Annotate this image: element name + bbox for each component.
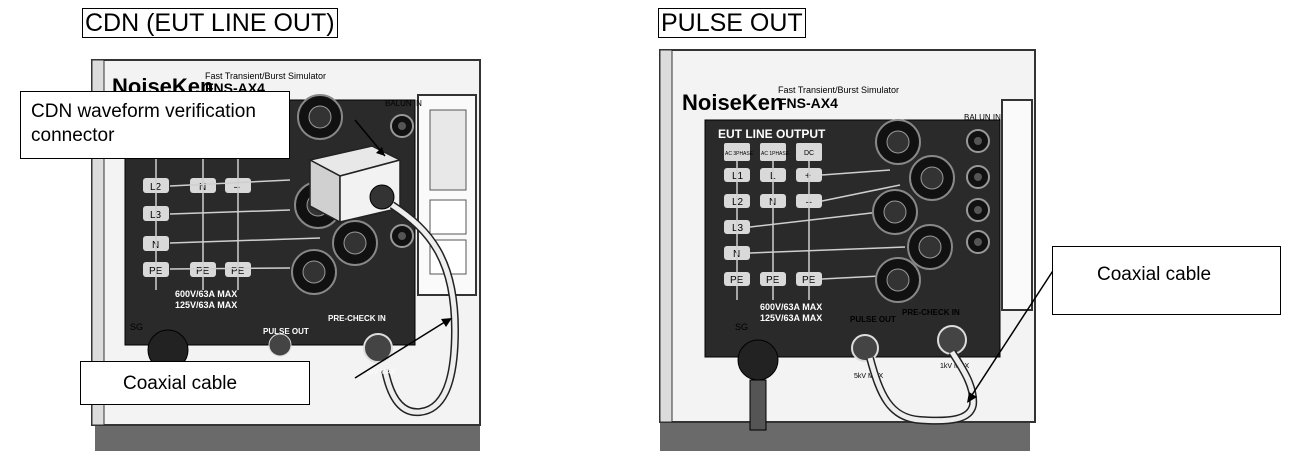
balun-terminal bbox=[391, 225, 413, 247]
balun-terminal bbox=[967, 231, 989, 253]
eut-header: EUT LINE OUTPUT bbox=[718, 127, 826, 141]
callout-cable-right: Coaxial cable bbox=[1052, 246, 1281, 315]
rating-2: 125V/63A MAX bbox=[760, 313, 822, 323]
balun-terminal bbox=[967, 130, 989, 152]
col-header-1phase: AC 1PHASE bbox=[761, 151, 790, 157]
brand-label: NoiseKen bbox=[682, 90, 783, 115]
balun-terminal bbox=[967, 166, 989, 188]
display-screen bbox=[430, 110, 466, 190]
sg-label: SG bbox=[735, 322, 748, 332]
bnc-connector bbox=[370, 185, 394, 209]
pulse-out-label: PULSE OUT bbox=[850, 315, 896, 324]
model-label: FNS-AX4 bbox=[778, 95, 838, 111]
sg-connector bbox=[738, 340, 778, 380]
balun-terminal bbox=[967, 199, 989, 221]
precheck-in-label: PRE-CHECK IN bbox=[902, 308, 960, 317]
right-device-illustration: NoiseKen Fast Transient/Burst Simulator … bbox=[640, 0, 1289, 451]
display-button bbox=[430, 200, 466, 234]
voltage-label: 1kV MAX bbox=[366, 369, 396, 376]
rating-1: 600V/63A MAX bbox=[175, 289, 237, 299]
terminal bbox=[908, 225, 952, 269]
col-header-dc: DC bbox=[804, 150, 814, 157]
terminal bbox=[333, 221, 377, 265]
precheck-in-label: PRE-CHECK IN bbox=[328, 314, 386, 323]
right-title: PULSE OUT bbox=[658, 8, 806, 38]
left-title: CDN (EUT LINE OUT) bbox=[82, 8, 338, 38]
terminal bbox=[876, 120, 920, 164]
callout-connector: CDN waveform verification connector bbox=[20, 91, 290, 159]
line-label-l1: L1 bbox=[732, 171, 744, 182]
left-panel: NoiseKen Fast Transient/Burst Simulator … bbox=[0, 0, 560, 451]
line-label-l3: L3 bbox=[732, 223, 744, 234]
rating-1: 600V/63A MAX bbox=[760, 302, 822, 312]
rating-2: 125V/63A MAX bbox=[175, 300, 237, 310]
balun-terminal bbox=[391, 115, 413, 137]
pulse-out-connector bbox=[852, 335, 878, 361]
terminal bbox=[910, 156, 954, 200]
terminal bbox=[298, 95, 342, 139]
pulse-out-connector bbox=[269, 334, 291, 356]
sg-cable bbox=[750, 380, 766, 430]
terminal bbox=[292, 250, 336, 294]
subtitle-label: Fast Transient/Burst Simulator bbox=[778, 85, 899, 95]
terminal bbox=[873, 190, 917, 234]
col3-label-plus: + bbox=[805, 171, 811, 182]
precheck-in-connector bbox=[938, 326, 966, 354]
pulse-out-label: PULSE OUT bbox=[263, 327, 309, 336]
chassis-side bbox=[660, 50, 672, 422]
right-panel: NoiseKen Fast Transient/Burst Simulator … bbox=[640, 0, 1289, 451]
col-header-3phase: AC 3PHASE bbox=[725, 151, 754, 157]
display-unit bbox=[1002, 100, 1032, 310]
balun-label: BALUN IN bbox=[385, 99, 422, 108]
line-label-l2: L2 bbox=[732, 197, 744, 208]
callout-cable-left: Coaxial cable bbox=[80, 361, 310, 405]
balun-label: BALUN IN bbox=[964, 113, 1001, 122]
col3-label-minus: – bbox=[234, 182, 240, 193]
sg-label: SG bbox=[130, 322, 143, 332]
terminal bbox=[876, 258, 920, 302]
